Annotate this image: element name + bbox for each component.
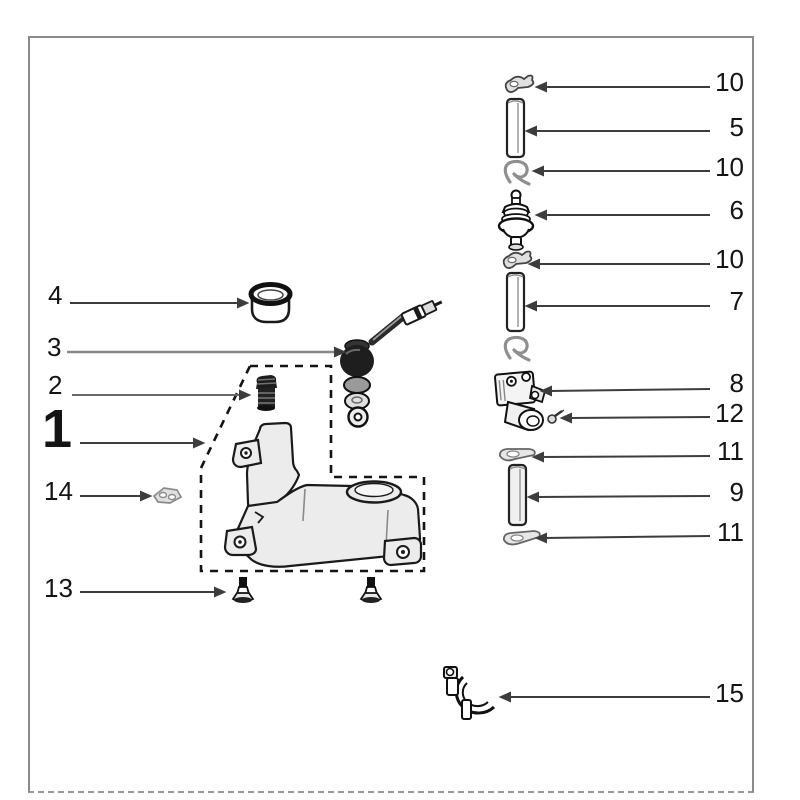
fuel-tube-return bbox=[507, 463, 528, 527]
mount-clip bbox=[152, 487, 183, 504]
tank-nub bbox=[254, 511, 265, 524]
leader-11-upper bbox=[531, 451, 711, 463]
foot-hole-dot bbox=[401, 550, 405, 554]
part-label-12: 12 bbox=[715, 398, 744, 428]
mount-screw-right bbox=[359, 577, 383, 603]
washer-ring-hole bbox=[353, 412, 363, 422]
leader-lines bbox=[67, 81, 711, 703]
part-label-13: 13 bbox=[44, 573, 73, 603]
fuel-hose bbox=[368, 312, 408, 346]
tank-vent-grommet bbox=[256, 375, 277, 411]
leader-15 bbox=[498, 691, 710, 703]
leader-6 bbox=[534, 209, 710, 221]
washer-lower-hole bbox=[351, 396, 363, 404]
flat-clip-upper bbox=[498, 448, 536, 462]
part-label-5: 5 bbox=[729, 112, 744, 142]
tank-arm bbox=[245, 421, 301, 510]
part-label-1: 1 bbox=[42, 399, 72, 459]
diagram-frame bbox=[28, 36, 754, 793]
part-label-11-lower: 11 bbox=[717, 517, 744, 547]
spring-hook-clip bbox=[503, 159, 531, 186]
part-label-7: 7 bbox=[729, 286, 744, 316]
leader-9 bbox=[526, 491, 711, 503]
leader-7 bbox=[524, 300, 710, 312]
leader-2 bbox=[72, 389, 252, 401]
hose-clamp-mid bbox=[502, 250, 533, 269]
tank-seam-line bbox=[302, 488, 306, 522]
tank-cap-cup bbox=[248, 282, 293, 324]
fuel-tank-assembly bbox=[223, 421, 423, 568]
leader-11-lower bbox=[534, 532, 711, 544]
part-label-10-hook: 10 bbox=[715, 152, 744, 182]
part-label-10-mid: 10 bbox=[715, 244, 744, 274]
dashed-group-outline bbox=[199, 364, 426, 573]
tab-hole-dot bbox=[244, 451, 248, 455]
leader-5 bbox=[524, 125, 710, 137]
hose-clamp-top bbox=[504, 74, 535, 93]
leader-14 bbox=[80, 490, 153, 502]
leader-13 bbox=[80, 586, 227, 598]
part-label-3: 3 bbox=[47, 332, 62, 362]
part-label-14: 14 bbox=[44, 476, 73, 506]
fuel-tube-long bbox=[505, 271, 526, 333]
leader-10-hook bbox=[531, 165, 710, 177]
fuel-hose-highlight bbox=[372, 314, 404, 341]
small-screw bbox=[547, 409, 565, 424]
fuel-filter bbox=[497, 189, 535, 251]
grommet-highlight bbox=[345, 348, 361, 355]
part-label-15: 15 bbox=[715, 678, 744, 708]
flat-clip-lower bbox=[502, 530, 541, 546]
leader-10-top bbox=[534, 81, 710, 93]
part-label-2: 2 bbox=[48, 370, 63, 400]
mount-screw-left bbox=[231, 577, 255, 603]
pipe-clamp bbox=[443, 666, 496, 720]
leader-10-mid bbox=[527, 258, 710, 270]
spring-hook-clip-unlabeled bbox=[503, 335, 531, 362]
tank-filler-opening bbox=[354, 482, 394, 498]
leader-4 bbox=[70, 297, 250, 309]
part-label-11-upper: 11 bbox=[717, 436, 744, 466]
part-label-6: 6 bbox=[729, 195, 744, 225]
primer-valve-body bbox=[494, 370, 547, 432]
leader-3 bbox=[67, 346, 347, 358]
washer-upper bbox=[343, 376, 371, 394]
fuel-line-connector bbox=[400, 300, 443, 326]
leader-8 bbox=[539, 385, 711, 397]
part-label-9: 9 bbox=[729, 477, 744, 507]
part-label-10-top: 10 bbox=[715, 67, 744, 97]
leader-12 bbox=[559, 412, 711, 424]
part-label-4: 4 bbox=[48, 280, 63, 310]
fuel-tube-short bbox=[505, 97, 526, 159]
part-label-8: 8 bbox=[729, 368, 744, 398]
leader-1 bbox=[80, 437, 206, 449]
fuel-line-grommet-assembly bbox=[340, 300, 443, 428]
foot-hole-dot bbox=[238, 540, 242, 544]
